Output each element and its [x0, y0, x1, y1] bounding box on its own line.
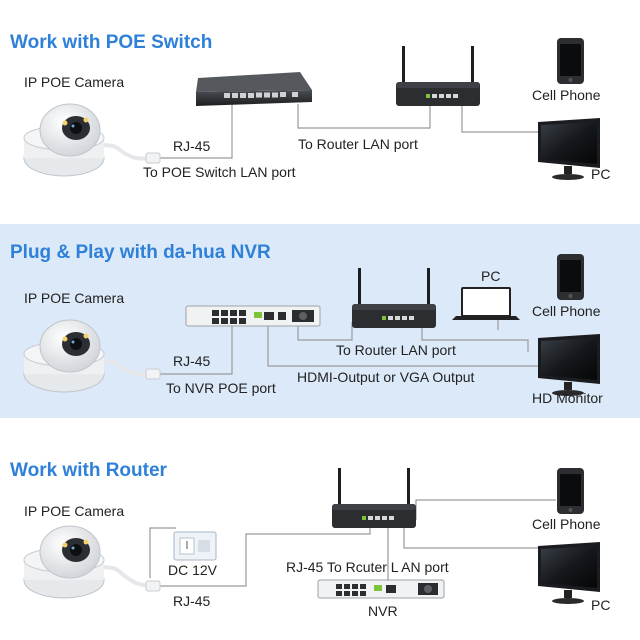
s2-phone-label: Cell Phone	[532, 303, 601, 319]
s2-monitor-label: HD Monitor	[532, 390, 603, 406]
s3-phone-label: Cell Phone	[532, 516, 601, 532]
s3-cell-phone-icon	[557, 468, 584, 514]
s3-camera-icon	[23, 525, 105, 599]
s3-nvr-icon	[317, 579, 445, 599]
s1-rj45-label: RJ-45	[173, 138, 211, 154]
s1-pc-label: PC	[591, 166, 611, 182]
s3-camera-label: IP POE Camera	[24, 503, 125, 519]
s2-camera-icon	[23, 319, 105, 393]
s3-router-icon	[332, 468, 416, 528]
s2-cables	[160, 318, 540, 375]
s3-rj45-plug	[145, 580, 161, 592]
s2-pc-laptop-icon	[452, 287, 520, 320]
s2-hd-monitor-icon	[538, 334, 600, 396]
s1-camera-label: IP POE Camera	[24, 74, 125, 90]
s3-cables	[149, 499, 556, 587]
s1-title: Work with POE Switch	[10, 32, 213, 53]
s1-rj45-plug	[145, 152, 161, 164]
s3-nvr-label: NVR	[368, 603, 398, 619]
s3-dc-power-adapter-icon	[173, 531, 217, 561]
s2-nvr-port-label: To NVR POE port	[166, 380, 276, 396]
s3-dc-label: DC 12V	[168, 562, 218, 578]
s2-router-icon	[352, 268, 436, 328]
s2-rj45-plug	[145, 368, 161, 380]
s2-router-port-label: To Router LAN port	[336, 342, 456, 358]
s1-cables	[160, 104, 540, 159]
s1-poe-switch-icon	[196, 72, 312, 106]
s1-router-port-label: To Router LAN port	[298, 136, 418, 152]
s2-title: Plug & Play with da-hua NVR	[10, 242, 271, 263]
s1-camera-icon	[23, 103, 105, 177]
s2-pc-label: PC	[481, 268, 501, 284]
s1-cell-phone-icon	[557, 38, 584, 84]
s3-rj45-label: RJ-45	[173, 593, 211, 609]
s3-router-port-label: RJ-45 To Rcuter L AN port	[286, 559, 449, 575]
s2-camera-label: IP POE Camera	[24, 290, 125, 306]
s2-hdmi-label: HDMI-Output or VGA Output	[297, 369, 475, 385]
s1-router-icon	[396, 46, 480, 106]
s3-pc-monitor-icon	[538, 542, 600, 604]
s2-nvr-icon	[185, 305, 321, 327]
s3-title: Work with Router	[10, 460, 167, 481]
s1-switch-port-label: To POE Switch LAN port	[143, 164, 296, 180]
s2-cell-phone-icon	[557, 254, 584, 300]
s2-rj45-label: RJ-45	[173, 353, 211, 369]
s3-pc-label: PC	[591, 597, 611, 613]
s1-phone-label: Cell Phone	[532, 87, 601, 103]
